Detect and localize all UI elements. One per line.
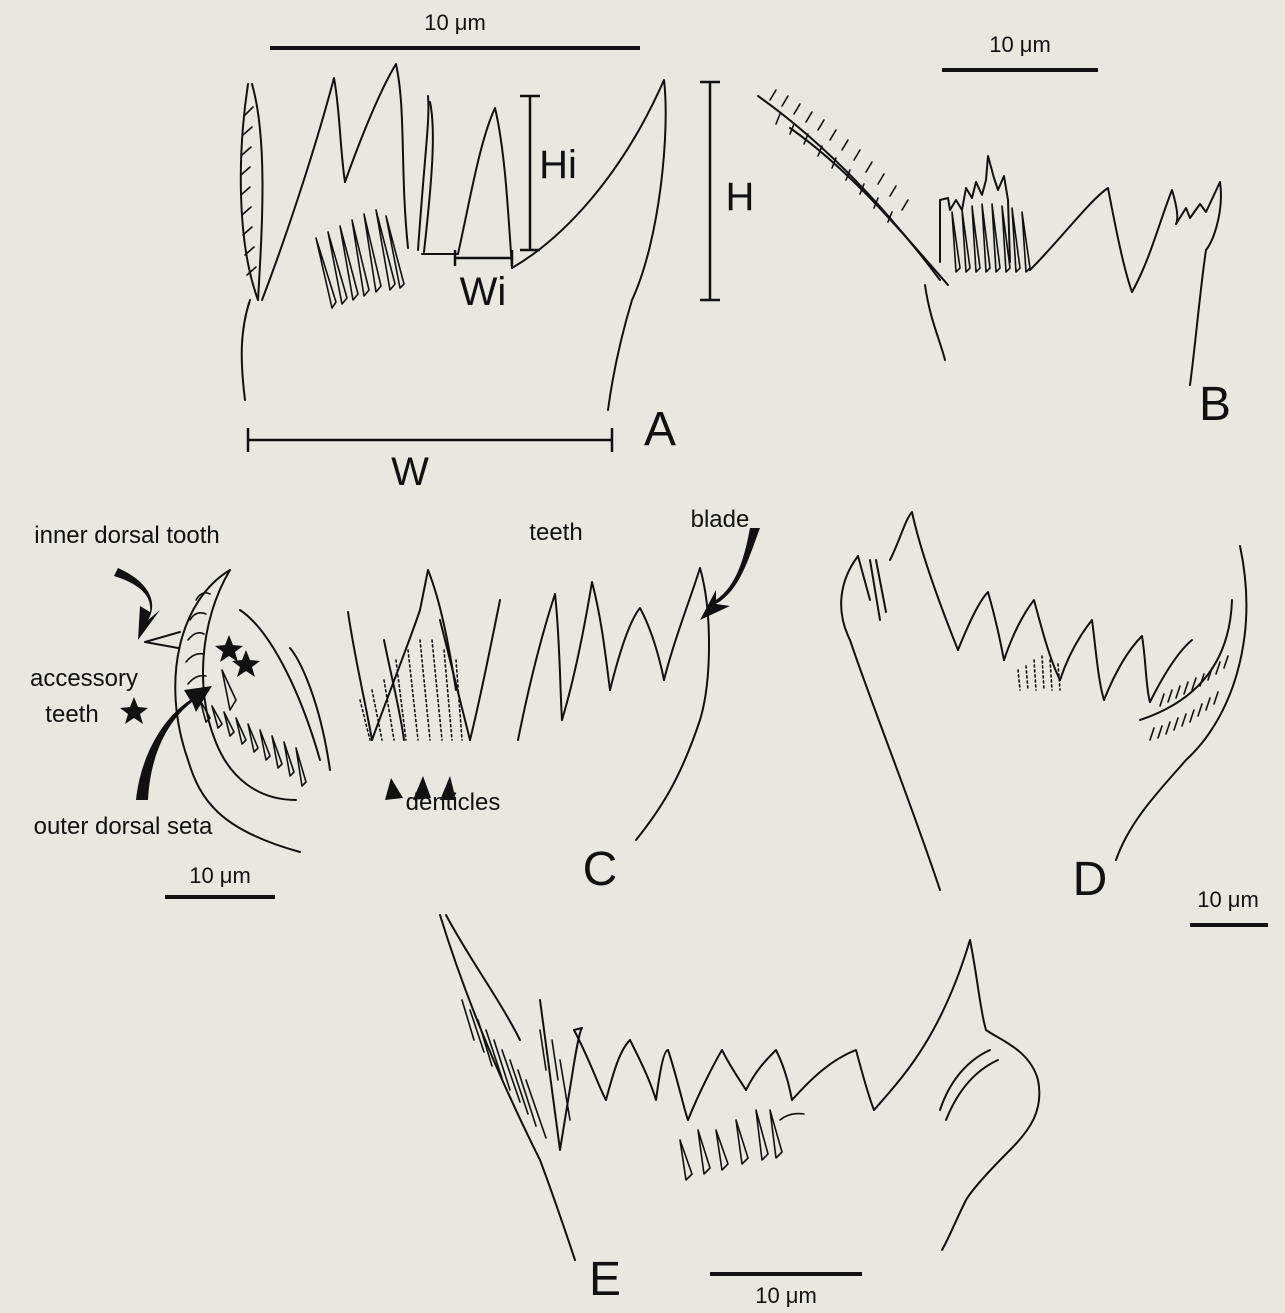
panel-a-label-hi: Hi	[539, 143, 577, 187]
star-accessory-teeth-icon	[120, 697, 148, 724]
panel-c-label-accessory: accessory	[30, 665, 138, 692]
panel-b-scale-label: 10 μm	[989, 32, 1051, 57]
arrow-blade-icon	[700, 528, 760, 620]
panel-c-letter: C	[583, 843, 618, 896]
panel-a-letter: A	[644, 403, 676, 456]
panel-c: inner dorsal tooth teeth blade accessory…	[30, 506, 760, 897]
panel-c-label-teeth: teeth	[529, 519, 582, 546]
panel-e-letter: E	[589, 1253, 621, 1306]
panel-c-label-blade: blade	[691, 506, 750, 533]
panel-e: 10 μm E	[440, 915, 1039, 1308]
panel-d-drawing	[841, 512, 1246, 890]
panel-c-scale-label: 10 μm	[189, 863, 251, 888]
panel-b-letter: B	[1199, 378, 1231, 431]
panel-c-label-accessory-teeth: teeth	[45, 701, 98, 728]
panel-a-label-w: W	[391, 450, 429, 494]
panel-a-label-wi: Wi	[460, 270, 507, 314]
panel-a-label-h: H	[726, 175, 755, 219]
panel-a-drawing	[241, 64, 720, 452]
panel-e-drawing	[440, 915, 1039, 1260]
panel-c-label-outer-dorsal-seta: outer dorsal seta	[34, 813, 213, 840]
panel-e-scale-label: 10 μm	[755, 1283, 817, 1308]
panel-d-letter: D	[1073, 853, 1108, 906]
denticle-arrowheads-icon	[385, 776, 456, 800]
arrow-inner-dorsal-tooth-icon	[114, 568, 160, 640]
panel-c-label-inner-dorsal-tooth: inner dorsal tooth	[34, 522, 219, 549]
panel-a-scale-label: 10 μm	[424, 10, 486, 35]
panel-b-drawing	[758, 90, 1221, 385]
panel-a: 10 μm	[241, 10, 755, 494]
panel-d-scale-label: 10 μm	[1197, 887, 1259, 912]
panel-d: 10 μm D	[841, 512, 1268, 925]
panel-b: 10 μm	[758, 32, 1231, 431]
